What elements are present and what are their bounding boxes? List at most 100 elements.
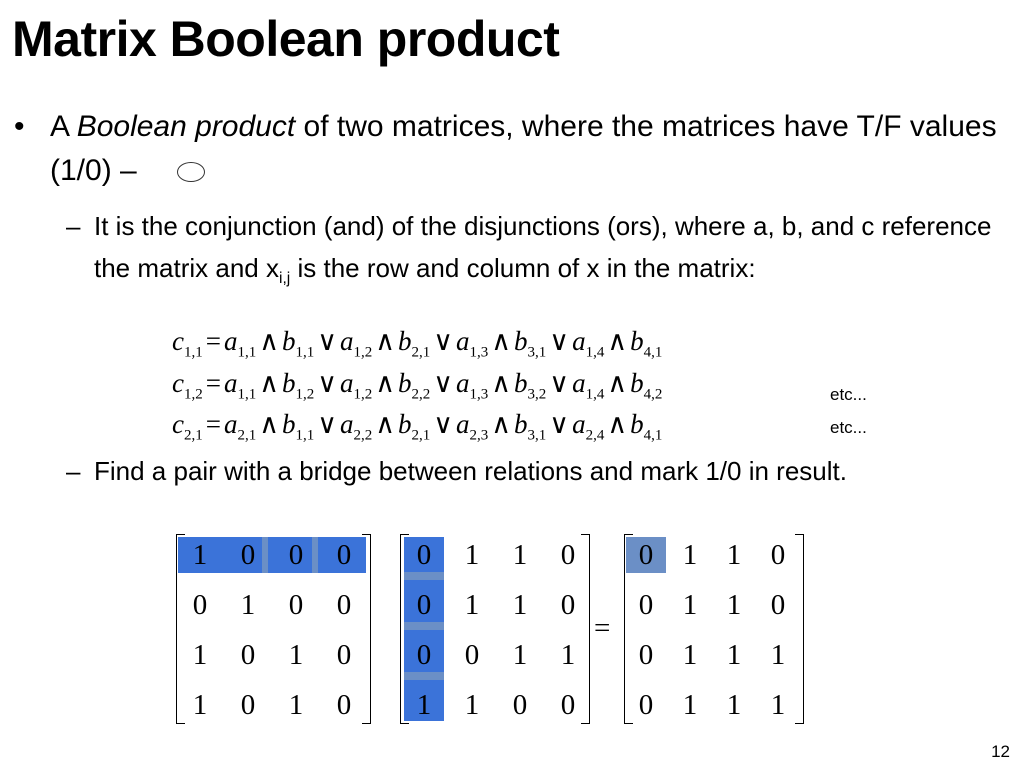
eq-variable: a: [456, 326, 470, 356]
dash-marker: –: [66, 456, 81, 486]
matrix-b-highlight-gap: [404, 572, 444, 580]
eq-and: ∧: [375, 326, 396, 356]
eq-variable: a: [223, 326, 238, 356]
eq-subscript: 2,3: [469, 427, 489, 444]
eq-and: ∧: [607, 409, 628, 439]
matrix-cell: 1: [770, 689, 786, 721]
matrix-cell: 1: [512, 639, 528, 671]
eq-subscript: 1,1: [237, 344, 257, 361]
eq-subscript: 2,1: [237, 427, 257, 444]
eq-equals: =: [205, 409, 221, 439]
bullet-text-emphasis: Boolean product: [76, 110, 296, 143]
eq-variable: b: [514, 409, 528, 439]
eq-and: ∧: [491, 409, 512, 439]
eq-variable: b: [630, 409, 644, 439]
matrix-cell: 1: [512, 589, 528, 621]
eq-variable: b: [398, 368, 412, 398]
matrix-cell: 0: [240, 539, 256, 571]
subscript-ij: i,j: [278, 270, 291, 288]
matrix-cell: 0: [336, 539, 352, 571]
matrix-cell: 1: [512, 539, 528, 571]
eq-variable: a: [340, 368, 354, 398]
matrix-cell: 1: [192, 539, 208, 571]
etc-label-1: etc...: [830, 385, 867, 404]
eq-subscript: 4,1: [643, 427, 663, 444]
matrix-cell: 0: [288, 589, 304, 621]
dash-marker: –: [66, 211, 81, 241]
matrix-cell: 1: [416, 689, 432, 721]
eq-variable: c: [172, 368, 184, 398]
right-bracket: [795, 534, 804, 724]
eq-subscript: 1,4: [585, 386, 605, 403]
matrix-cell: 0: [638, 639, 654, 671]
matrix-cell: 1: [726, 639, 742, 671]
eq-and: ∧: [375, 368, 396, 398]
subbullet-text-pre: It is the conjunction (and) of the disju…: [94, 211, 992, 283]
equation-c21: c2,1=a2,1∧b1,1∨a2,2∧b2,1∨a2,3∧b3,1∨a2,4∧…: [172, 409, 662, 444]
right-bracket: [581, 534, 590, 724]
eq-variable: b: [630, 368, 644, 398]
eq-subscript: 4,2: [643, 386, 663, 403]
equals-sign: =: [594, 612, 611, 644]
eq-subscript: 1,1: [183, 344, 203, 361]
eq-variable: a: [456, 409, 470, 439]
eq-variable: b: [398, 326, 412, 356]
matrix-cell: 0: [192, 589, 208, 621]
eq-or: ∨: [433, 326, 454, 356]
eq-or: ∨: [433, 368, 454, 398]
eq-variable: c: [172, 326, 184, 356]
bullet-text-pre: A: [50, 110, 77, 143]
eq-and: ∧: [607, 326, 628, 356]
eq-subscript: 1,1: [295, 427, 315, 444]
eq-subscript: 1,2: [295, 386, 315, 403]
subbullet-text: It is the conjunction (and) of the disju…: [94, 205, 1019, 300]
eq-variable: a: [340, 409, 354, 439]
eq-subscript: 1,2: [353, 344, 373, 361]
eq-variable: a: [572, 409, 586, 439]
equation-c11: c1,1=a1,1∧b1,1∨a1,2∧b2,1∨a1,3∧b3,1∨a1,4∧…: [172, 326, 662, 361]
bullet-text: A Boolean product of two matrices, where…: [50, 105, 1010, 193]
eq-variable: a: [456, 368, 470, 398]
eq-subscript: 1,2: [353, 386, 373, 403]
matrix-cell: 0: [560, 589, 576, 621]
eq-variable: b: [281, 326, 296, 356]
slide-title: Matrix Boolean product: [12, 11, 560, 67]
matrix-cell: 0: [336, 689, 352, 721]
eq-subscript: 1,3: [469, 344, 489, 361]
bullet-dot: •: [14, 110, 25, 143]
eq-equals: =: [205, 326, 221, 356]
matrix-cell: 1: [464, 539, 480, 571]
page-number: 12: [991, 742, 1010, 761]
eq-equals: =: [205, 368, 221, 398]
eq-subscript: 3,2: [527, 386, 547, 403]
matrix-cell: 0: [336, 589, 352, 621]
eq-and: ∧: [259, 409, 279, 439]
eq-subscript: 1,1: [237, 386, 257, 403]
circle-shape: [176, 162, 205, 182]
eq-subscript: 1,3: [469, 386, 489, 403]
matrix-cell: 1: [682, 639, 698, 671]
eq-subscript: 2,1: [411, 427, 431, 444]
matrix-a-row-highlight: [178, 537, 366, 573]
matrix-cell: 1: [682, 689, 698, 721]
eq-variable: b: [398, 409, 412, 439]
matrix-cell: 0: [638, 589, 654, 621]
eq-variable: b: [281, 409, 296, 439]
matrix-cell: 0: [288, 539, 304, 571]
eq-or: ∨: [433, 409, 454, 439]
matrix-cell: 0: [560, 689, 576, 721]
eq-and: ∧: [491, 368, 512, 398]
matrix-b-highlight-gap: [404, 622, 444, 630]
eq-variable: b: [630, 326, 644, 356]
eq-or: ∨: [549, 409, 570, 439]
matrix-cell: 1: [288, 689, 304, 721]
matrix-cell: 1: [726, 589, 742, 621]
eq-and: ∧: [491, 326, 512, 356]
eq-variable: a: [223, 368, 238, 398]
eq-or: ∨: [549, 326, 570, 356]
eq-subscript: 3,1: [527, 427, 547, 444]
matrix-cell: 0: [512, 689, 528, 721]
eq-subscript: 1,4: [585, 344, 605, 361]
